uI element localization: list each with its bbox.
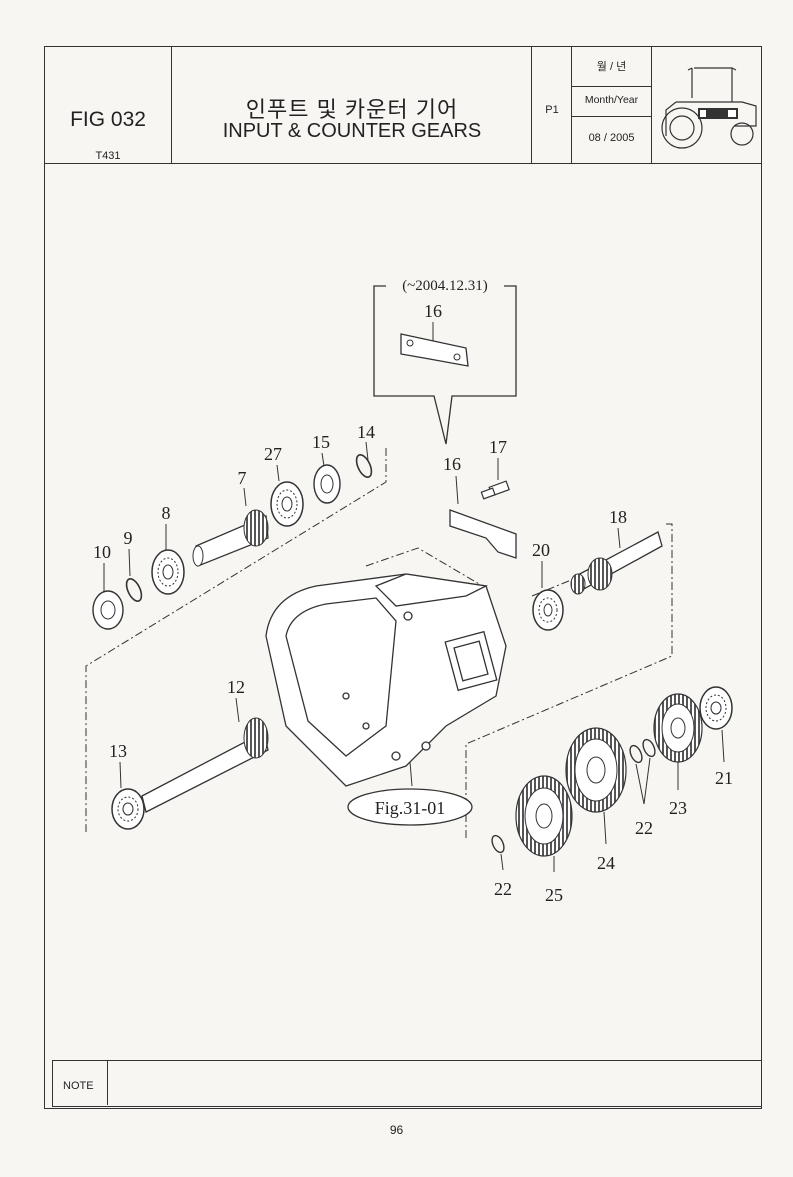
callout-18: 18	[609, 507, 627, 527]
callout-27: 27	[264, 444, 282, 464]
part-9-snap-ring	[125, 578, 143, 602]
reference-tag-label: Fig.31-01	[375, 798, 446, 818]
leader-line	[721, 729, 725, 763]
callout-10: 10	[93, 542, 111, 562]
page-code-cell: P1	[532, 46, 572, 163]
part-22-snap-ring	[629, 744, 643, 764]
callout-25: 25	[545, 885, 563, 905]
inset-box	[373, 285, 517, 445]
note-label-cell: NOTE	[53, 1061, 108, 1105]
date-divider	[572, 116, 651, 117]
callout-24: 24	[597, 853, 615, 873]
callout-22-left: 22	[494, 879, 512, 899]
part-17-bolt	[480, 480, 510, 500]
callout-13: 13	[109, 741, 127, 761]
part-16-plate-inset	[400, 333, 469, 367]
callout-8: 8	[162, 503, 171, 523]
leader-line	[119, 761, 122, 789]
leader-line	[603, 811, 607, 845]
part-22-snap-ring	[491, 834, 505, 854]
hole	[406, 339, 414, 347]
part-7-input-shaft	[192, 509, 269, 567]
callout-22-right: 22	[635, 818, 653, 838]
callout-21: 21	[715, 768, 733, 788]
title-korean: 인푸트 및 카운터 기어	[245, 97, 459, 122]
model-code: T431	[95, 150, 121, 162]
part-16-plate	[449, 509, 517, 559]
leader-line	[243, 487, 247, 507]
callout-15: 15	[312, 432, 330, 452]
part-24-gear	[565, 727, 627, 813]
callout-9: 9	[124, 528, 133, 548]
callout-12: 12	[227, 677, 245, 697]
leader-line	[635, 763, 645, 805]
callout-16: 16	[443, 454, 461, 474]
tractor-icon	[661, 67, 757, 149]
part-15-collar	[313, 464, 341, 504]
part-18-counter-shaft	[570, 531, 663, 595]
date-label-english: Month/Year	[584, 94, 639, 106]
fig-cell: FIG 032 T431	[44, 46, 172, 163]
part-23-gear	[653, 693, 703, 763]
note-box: NOTE	[52, 1060, 762, 1107]
title-english: INPUT & COUNTER GEARS	[222, 120, 482, 142]
leader-line	[500, 853, 504, 871]
leader-line	[617, 527, 621, 549]
callout-7: 7	[238, 468, 247, 488]
part-8-bearing	[151, 549, 185, 595]
logo-cell	[652, 46, 762, 163]
part-21-bearing	[699, 686, 733, 730]
callout-14: 14	[357, 422, 375, 442]
alignment-guide	[85, 448, 673, 841]
exploded-parts-diagram: (~2004.12.31) 16 16 17 14 15 27 7 8 9	[85, 278, 733, 905]
leader-line	[321, 452, 325, 467]
part-13-bearing	[111, 788, 145, 830]
date-divider	[572, 86, 651, 87]
note-label: NOTE	[63, 1080, 94, 1092]
leader-line	[643, 757, 651, 805]
hole	[453, 353, 461, 361]
part-22-snap-ring	[642, 738, 656, 758]
callout-17: 17	[489, 437, 507, 457]
part-14-snap-ring	[355, 454, 373, 478]
date-label-korean: 월 / 년	[596, 61, 627, 73]
leader-line	[235, 697, 240, 723]
callout-16-inset: 16	[424, 301, 442, 321]
leader-line	[365, 441, 369, 461]
leader-line	[276, 464, 280, 482]
date-cell: 월 / 년 Month/Year 08 / 2005	[572, 46, 652, 163]
date-value: 08 / 2005	[588, 132, 635, 144]
inset-period-label: (~2004.12.31)	[402, 278, 488, 294]
reference-tag: Fig.31-01	[347, 788, 473, 826]
page-number: 96	[389, 1123, 404, 1137]
part-20-bearing	[532, 589, 564, 631]
callout-20: 20	[532, 540, 550, 560]
page-code: P1	[545, 104, 559, 116]
leader-line	[455, 475, 459, 505]
fig-number: FIG 032	[70, 108, 146, 131]
transmission-housing	[265, 573, 507, 787]
page-frame	[44, 46, 762, 1109]
callout-23: 23	[669, 798, 687, 818]
part-25-gear	[515, 775, 573, 857]
part-12-pto-shaft	[141, 717, 269, 813]
part-10-collar	[92, 590, 124, 630]
title-cell: 인푸트 및 카운터 기어 INPUT & COUNTER GEARS	[172, 46, 532, 163]
part-27-bearing	[270, 481, 304, 527]
leader-line	[128, 548, 131, 577]
leader-line	[409, 761, 413, 787]
title-block: FIG 032 T431 인푸트 및 카운터 기어 INPUT & COUNTE…	[44, 46, 762, 164]
